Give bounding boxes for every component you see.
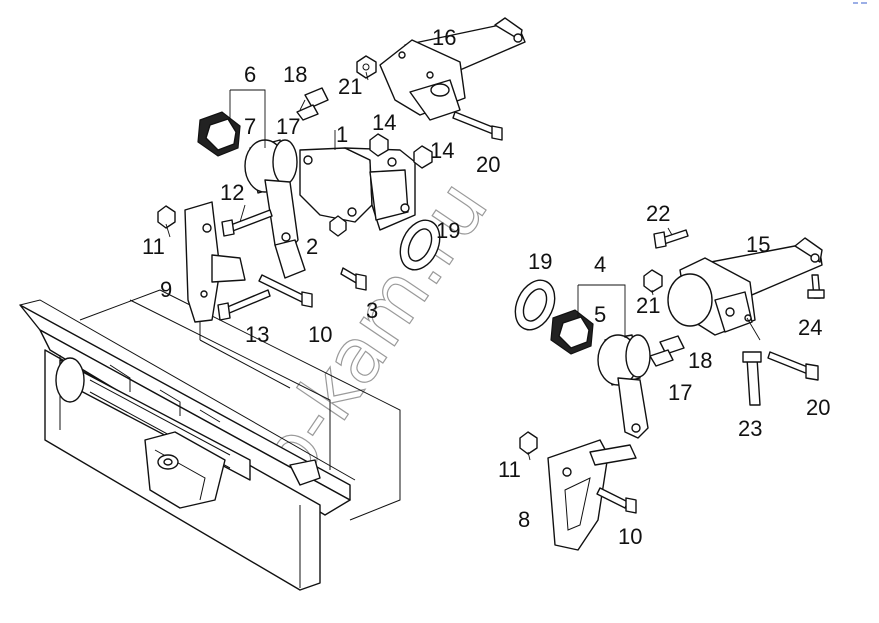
callout-18b: 18: [688, 348, 712, 373]
sleeve-6: [244, 139, 298, 194]
shim-17: [296, 104, 319, 121]
callout-5: 5: [594, 302, 606, 327]
callout-9: 9: [160, 277, 172, 302]
callout-1: 1: [336, 122, 348, 147]
washer-2: [329, 215, 347, 237]
chassis-frame: [19, 289, 401, 591]
callout-13: 13: [245, 322, 269, 347]
leader-lines: [165, 71, 761, 461]
callout-22: 22: [646, 201, 670, 226]
callout-7: 7: [244, 114, 256, 139]
sleeve-4: [597, 334, 651, 386]
nut-11-left: [157, 205, 176, 229]
callout-labels: 16 18 21 6 7 17 1 14 14 20 12 19 11 2 9 …: [142, 25, 830, 549]
callout-21b: 21: [636, 293, 660, 318]
callout-3: 3: [366, 298, 378, 323]
callout-24: 24: [798, 315, 822, 340]
callout-11b: 11: [498, 457, 521, 482]
callout-18: 18: [283, 62, 307, 87]
callout-14b: 14: [430, 138, 454, 163]
bolt-23: [746, 357, 761, 406]
callout-16: 16: [432, 25, 456, 50]
nut-11-right: [519, 431, 538, 455]
callout-2: 2: [306, 234, 318, 259]
bolt-20: [452, 111, 496, 135]
callout-10: 10: [308, 322, 332, 347]
shim-18-right: [659, 335, 685, 355]
right-mount-assembly: [514, 229, 825, 551]
shim-18: [304, 87, 329, 108]
callout-6: 6: [244, 62, 256, 87]
shim-17-right: [649, 349, 674, 367]
callout-17b: 17: [668, 380, 692, 405]
nut-21: [356, 55, 377, 79]
callout-10b: 10: [618, 524, 642, 549]
callout-19: 19: [436, 218, 460, 243]
callout-19b: 19: [528, 249, 552, 274]
callout-21: 21: [338, 74, 362, 99]
bolt-10-right: [596, 487, 629, 509]
callout-23: 23: [738, 416, 762, 441]
nut-14-a: [369, 133, 389, 157]
corner-mark-icon: [853, 2, 867, 4]
bolt-13: [224, 289, 271, 315]
callout-14: 14: [372, 110, 396, 135]
callout-20: 20: [476, 152, 500, 177]
callout-4: 4: [594, 252, 606, 277]
callout-20b: 20: [806, 395, 830, 420]
left-mount-assembly: [157, 17, 526, 323]
bracket-8: [547, 439, 609, 551]
callout-15: 15: [746, 232, 770, 257]
callout-8: 8: [518, 507, 530, 532]
nut-21-right: [643, 269, 663, 293]
callout-17: 17: [276, 114, 300, 139]
nut-14-b: [413, 145, 433, 169]
ring-19-left: [399, 219, 441, 271]
ring-19-right: [514, 279, 556, 331]
callout-12: 12: [220, 180, 244, 205]
callout-11: 11: [142, 234, 165, 259]
bracket-9: [184, 201, 221, 323]
bolt-12: [227, 209, 273, 233]
bolt-20-right: [767, 351, 811, 375]
